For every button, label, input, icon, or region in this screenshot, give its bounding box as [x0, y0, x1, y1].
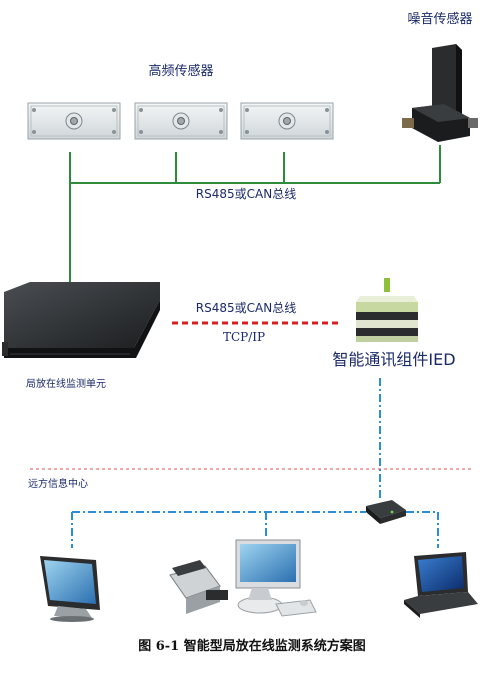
remote-center-label: 远方信息中心	[28, 477, 88, 490]
network-switch-icon	[366, 500, 406, 524]
bus-top-label: RS485或CAN总线	[196, 187, 296, 201]
laptop-icon	[404, 552, 478, 618]
hf-sensor-label: 高频传感器	[148, 63, 213, 79]
noise-sensor-label: 噪音传感器	[407, 11, 472, 27]
noise-sensor-icon	[402, 44, 478, 142]
monitor-unit-label: 局放在线监测单元	[26, 377, 106, 390]
ied-label: 智能通讯组件IED	[332, 350, 455, 369]
flat-monitor-icon	[40, 556, 100, 622]
tcpip-label: TCP/IP	[223, 330, 265, 344]
sensor-box-icon	[134, 102, 228, 140]
green-bus	[69, 145, 441, 282]
sensor-box-icon	[27, 102, 121, 140]
ied-stack-icon	[356, 278, 418, 342]
sensor-box-icon	[240, 102, 334, 140]
printer-workstation-icon	[169, 539, 317, 617]
rack-unit-icon	[2, 282, 160, 358]
bus-mid-label: RS485或CAN总线	[196, 301, 296, 315]
lan-lines	[71, 511, 439, 548]
figure-caption: 图 6-1 智能型局放在线监测系统方案图	[138, 638, 366, 654]
